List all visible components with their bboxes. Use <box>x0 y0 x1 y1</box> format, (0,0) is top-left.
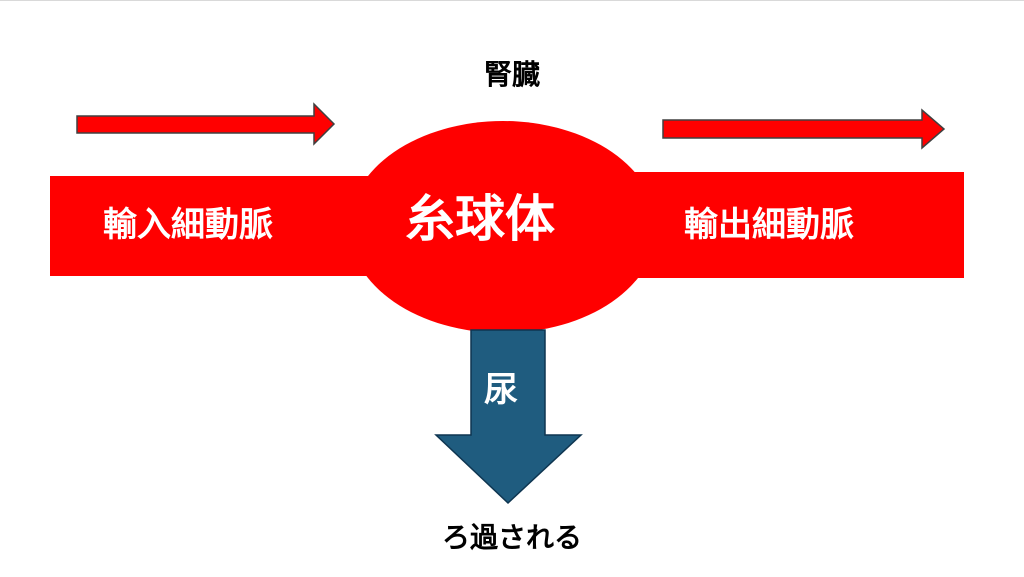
filtered-caption: ろ過される <box>441 521 582 554</box>
glomerulus-label: 糸球体 <box>405 190 555 248</box>
urine-label: 尿 <box>484 370 518 410</box>
glomerulus-ellipse <box>349 121 657 333</box>
outflow-arrow-icon <box>662 108 946 150</box>
efferent-vessel <box>612 172 964 278</box>
afferent-vessel <box>50 176 405 276</box>
kidney-title: 腎臓 <box>483 58 540 91</box>
inflow-arrow-icon <box>76 102 336 146</box>
urine-down-arrow-icon <box>434 329 583 505</box>
afferent-arteriole-label: 輸入細動脈 <box>103 205 273 245</box>
top-divider <box>0 0 1024 1</box>
efferent-arteriole-label: 輸出細動脈 <box>684 205 854 245</box>
